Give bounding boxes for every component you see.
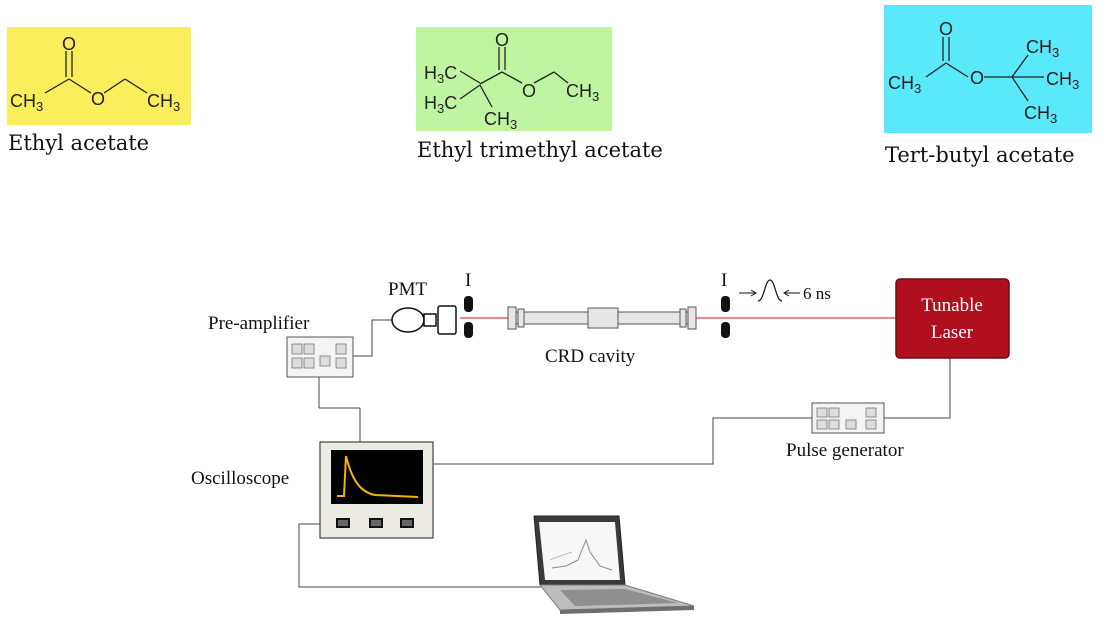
tert-butyl-acetate-top-methyl: CH3 xyxy=(1026,37,1059,60)
tert-butyl-acetate-oxygen-double: O xyxy=(939,19,953,39)
wire-laser-to-pulse-generator xyxy=(884,358,951,419)
iris-left xyxy=(464,296,473,338)
ethyl-trimethyl-acetate-oxygen-double: O xyxy=(495,30,509,50)
ethyl-trimethyl-acetate-right-methyl: CH3 xyxy=(566,81,599,104)
tert-butyl-acetate-structure: O O CH3 CH3 CH3 CH3 xyxy=(884,5,1092,133)
ethyl-trimethyl-acetate-methyl-a: H3C xyxy=(424,63,457,86)
pulse-width-label: 6 ns xyxy=(803,284,831,303)
pulse-shape-icon xyxy=(757,279,783,302)
crd-cavity-label: CRD cavity xyxy=(545,346,636,367)
ethyl-trimethyl-acetate-methyl-b: H3C xyxy=(424,93,457,116)
ethyl-acetate-oxygen-ester: O xyxy=(91,89,105,109)
wire-pmt-to-preamp xyxy=(352,319,392,357)
ethyl-trimethyl-acetate-oxygen-ester: O xyxy=(522,81,536,101)
oscilloscope xyxy=(319,441,434,539)
laser-label-line2: Laser xyxy=(931,322,974,343)
crd-cavity xyxy=(507,306,697,330)
oscilloscope-label: Oscilloscope xyxy=(191,468,289,489)
laser-label-line1: Tunable xyxy=(921,295,983,316)
ethyl-trimethyl-acetate-methyl-c: CH3 xyxy=(484,109,517,131)
laptop-icon xyxy=(533,515,695,614)
tert-butyl-acetate-left-methyl: CH3 xyxy=(888,73,921,96)
pmt-label: PMT xyxy=(388,279,427,300)
tert-butyl-acetate-right-methyl: CH3 xyxy=(1046,69,1079,92)
pulse-generator-label: Pulse generator xyxy=(786,440,904,461)
ethyl-acetate-caption: Ethyl acetate xyxy=(8,131,150,155)
ethyl-acetate-structure: O O CH3 CH3 xyxy=(7,27,191,125)
pre-amplifier xyxy=(286,336,354,378)
iris-right-label: I xyxy=(721,270,727,291)
wire-oscilloscope-to-pulse-generator xyxy=(433,417,812,465)
ethyl-trimethyl-acetate-structure: O O H3C H3C CH3 CH3 xyxy=(416,27,612,131)
tert-butyl-acetate-oxygen-ester: O xyxy=(970,68,984,88)
ethyl-trimethyl-acetate-caption: Ethyl trimethyl acetate xyxy=(417,138,663,162)
tunable-laser: Tunable Laser xyxy=(895,278,1010,359)
tert-butyl-acetate-bottom-methyl: CH3 xyxy=(1024,103,1057,126)
pre-amplifier-label: Pre-amplifier xyxy=(208,313,310,334)
pmt-detector xyxy=(391,305,457,335)
ethyl-acetate-oxygen-double: O xyxy=(62,34,76,54)
ethyl-acetate-right-methyl: CH3 xyxy=(147,91,180,114)
tert-butyl-acetate-background xyxy=(884,5,1092,133)
oscilloscope-trace xyxy=(337,455,419,498)
ethyl-acetate-background xyxy=(7,27,191,125)
pulse-width-indicator xyxy=(739,279,800,302)
pulse-generator xyxy=(811,402,885,434)
iris-left-label: I xyxy=(465,270,471,291)
ethyl-acetate-left-methyl: CH3 xyxy=(10,91,43,114)
iris-right xyxy=(721,296,730,338)
tert-butyl-acetate-caption: Tert-butyl acetate xyxy=(885,143,1075,167)
